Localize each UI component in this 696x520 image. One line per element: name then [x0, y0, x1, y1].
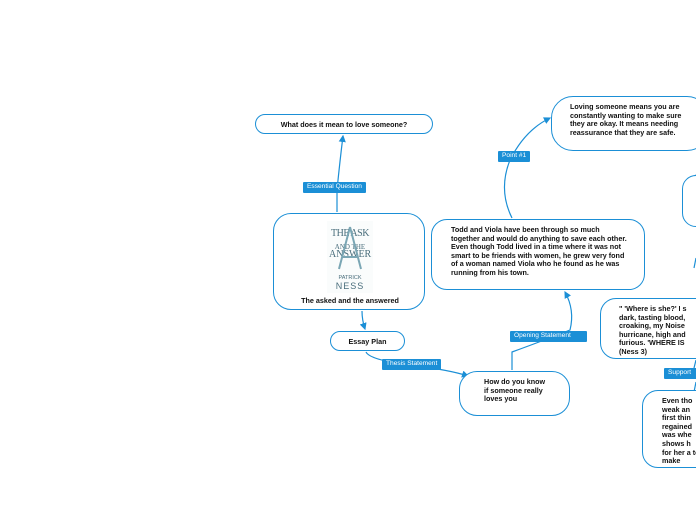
- opening-text: Todd and Viola have been through so much…: [451, 225, 627, 277]
- support-text: Even tho weak an first thin regained was…: [662, 396, 696, 466]
- thesis-statement-tag[interactable]: Thesis Statement: [382, 359, 442, 370]
- cover-a-glyph-icon: [327, 221, 373, 293]
- edge-opening-point1: [504, 117, 552, 218]
- quote-text: " 'Where is she?' I s dark, tasting bloo…: [619, 304, 687, 356]
- essay-plan-text: Essay Plan: [348, 337, 387, 346]
- opening-node[interactable]: Todd and Viola have been through so much…: [431, 219, 645, 290]
- cover-title-line3: ANSWER: [329, 249, 372, 260]
- cover-author-last: NESS: [335, 281, 365, 291]
- quote-node[interactable]: " 'Where is she?' I s dark, tasting bloo…: [600, 298, 696, 359]
- edge-thesis-opening: [512, 290, 572, 370]
- essay-plan-node[interactable]: Essay Plan: [330, 331, 405, 351]
- point-1-tag[interactable]: Point #1: [498, 151, 531, 162]
- cover-author-first: PATRICK: [338, 275, 362, 281]
- cover-title-line2: AND THE: [334, 243, 366, 251]
- thesis-text: How do you know if someone really loves …: [484, 377, 546, 404]
- cover-title-line1: THE ASK: [331, 228, 369, 239]
- edge-root-essay-plan: [359, 311, 367, 331]
- book-cover-image: THE ASK AND THE ANSWER PATRICK NESS: [327, 221, 373, 293]
- essential-question-node[interactable]: What does it mean to love someone?: [255, 114, 433, 134]
- point-1-node[interactable]: Loving someone means you are constantly …: [551, 96, 696, 151]
- opening-statement-tag[interactable]: Opening Statement: [510, 331, 587, 342]
- essential-question-tag[interactable]: Essential Question: [303, 182, 366, 193]
- thesis-node[interactable]: How do you know if someone really loves …: [459, 371, 570, 416]
- essential-question-text: What does it mean to love someone?: [280, 120, 408, 129]
- support-text-node[interactable]: Even tho weak an first thin regained was…: [642, 390, 696, 468]
- partial-node-right[interactable]: [682, 175, 696, 227]
- edge-root-question: [337, 134, 346, 212]
- support-tag-text: Support: [668, 369, 692, 376]
- support-tag[interactable]: Support: [664, 368, 696, 379]
- root-node[interactable]: THE ASK AND THE ANSWER PATRICK NESS The …: [273, 213, 425, 310]
- root-caption: The asked and the answered: [301, 296, 399, 305]
- point-1-text: Loving someone means you are constantly …: [570, 102, 682, 137]
